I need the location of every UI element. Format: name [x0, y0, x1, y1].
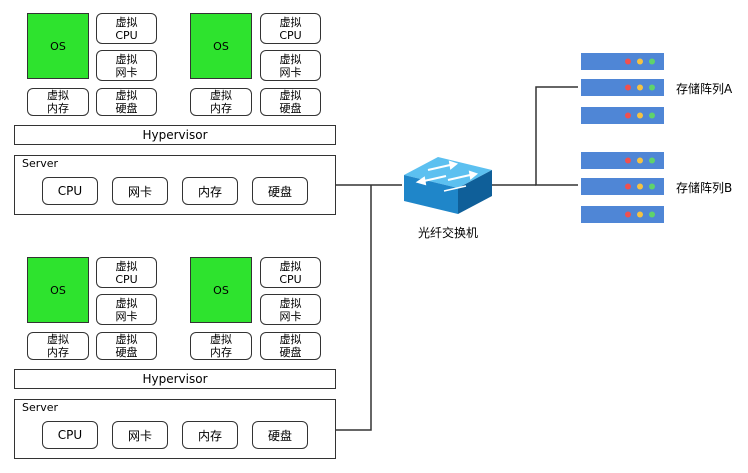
vm1-virtual-disk: 虚拟硬盘 [96, 88, 157, 116]
vm3-virtual-nic: 虚拟网卡 [96, 294, 157, 325]
server-bottom-cpu: CPU [42, 421, 98, 449]
server-bottom-mem: 内存 [182, 421, 238, 449]
server-bottom-label: Server [22, 401, 59, 414]
vm2-virtual-mem: 虚拟内存 [190, 88, 252, 116]
vm1-virtual-mem: 虚拟内存 [27, 88, 89, 116]
server-top-mem: 内存 [182, 177, 238, 205]
vm3-os: OS [27, 257, 89, 323]
fiber-switch-label: 光纤交换机 [418, 226, 479, 240]
vm1-virtual-nic: 虚拟网卡 [96, 50, 157, 81]
vm4-os: OS [190, 257, 252, 323]
storage-array-a-label: 存储阵列A [676, 82, 733, 96]
hypervisor-top: Hypervisor [14, 125, 336, 145]
server-bottom-disk: 硬盘 [252, 421, 308, 449]
vm4-virtual-disk: 虚拟硬盘 [260, 332, 321, 360]
hypervisor-bottom: Hypervisor [14, 369, 336, 389]
vm2-virtual-disk: 虚拟硬盘 [260, 88, 321, 116]
server-top-label: Server [22, 157, 59, 170]
storage-array-b-label: 存储阵列B [676, 181, 733, 195]
vm4-virtual-mem: 虚拟内存 [190, 332, 252, 360]
server-top-nic: 网卡 [112, 177, 168, 205]
vm2-virtual-nic: 虚拟网卡 [260, 50, 321, 81]
vm4-virtual-nic: 虚拟网卡 [260, 294, 321, 325]
server-bottom-nic: 网卡 [112, 421, 168, 449]
vm1-os: OS [27, 13, 89, 79]
server-top-disk: 硬盘 [252, 177, 308, 205]
vm3-virtual-mem: 虚拟内存 [27, 332, 89, 360]
server-top-cpu: CPU [42, 177, 98, 205]
vm2-os: OS [190, 13, 252, 79]
vm3-virtual-disk: 虚拟硬盘 [96, 332, 157, 360]
